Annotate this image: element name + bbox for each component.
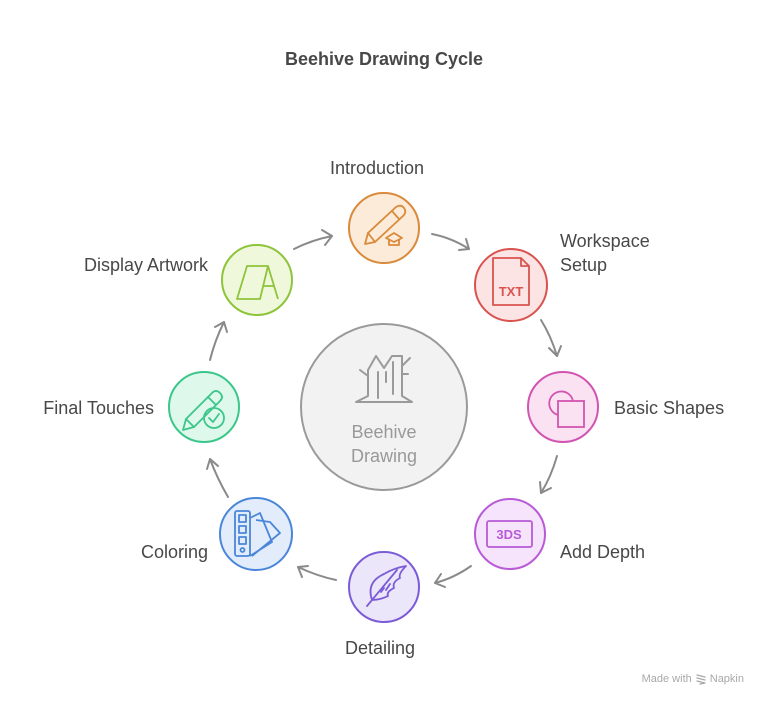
step-label-add-depth: Add Depth [560,542,646,562]
step-node-basic-shapes [527,371,599,443]
quill-feather-icon [366,565,407,607]
arrow-add-depth-to-detailing [434,565,472,584]
watermark-prefix: Made with [641,673,692,685]
step-label-detailing: Detailing [345,638,416,658]
watermark-brand: Napkin [709,673,744,685]
step-label-basic-shapes: Basic Shapes [614,398,725,418]
center-label-line2: Drawing [350,446,418,466]
arrow-workspace-to-basic-shapes [540,319,558,357]
circle-square-shapes-icon [548,390,585,428]
step-label-workspace-line2: Setup [560,255,608,275]
step-node-introduction [348,192,420,264]
canvas-easel-icon [236,265,279,300]
step-label-workspace-setup: Workspace Setup [560,229,650,277]
step-node-display-artwork [221,244,293,316]
pencil-check-icon [182,390,225,431]
napkin-logo-icon [696,673,706,685]
step-label-introduction: Introduction [330,158,425,178]
tree-stump-icon [355,355,413,403]
color-swatch-icon [234,510,281,557]
step-node-add-depth: 3DS [474,498,546,570]
step-node-final-touches [168,371,240,443]
step-label-display-artwork: Display Artwork [83,255,208,275]
napkin-watermark[interactable]: Made with Napkin [642,673,744,685]
arrow-introduction-to-workspace [431,233,470,250]
arrow-display-to-introduction [293,235,333,250]
center-label: Beehive Drawing [300,420,468,468]
step-node-workspace-setup: TXT [474,248,548,322]
arrow-final-touches-to-display [209,321,225,361]
step-label-final-touches: Final Touches [43,398,154,418]
3ds-box-icon: 3DS [486,520,533,548]
arrow-basic-shapes-to-add-depth [540,455,558,494]
svg-text:3DS: 3DS [496,527,522,542]
txt-file-icon: TXT [492,257,530,306]
step-node-detailing [348,551,420,623]
diagram-title: Beehive Drawing Cycle [284,49,484,69]
pencil-graduation-cap-icon [364,204,407,246]
center-node [300,323,468,491]
svg-text:TXT: TXT [499,284,524,299]
step-node-coloring [219,497,293,571]
cycle-arrows [206,229,562,588]
arrow-coloring-to-final-touches [209,458,229,498]
arrow-detailing-to-coloring [297,566,337,581]
center-label-line1: Beehive [351,422,417,442]
step-label-workspace-line1: Workspace [560,231,650,251]
step-label-coloring: Coloring [140,542,208,562]
